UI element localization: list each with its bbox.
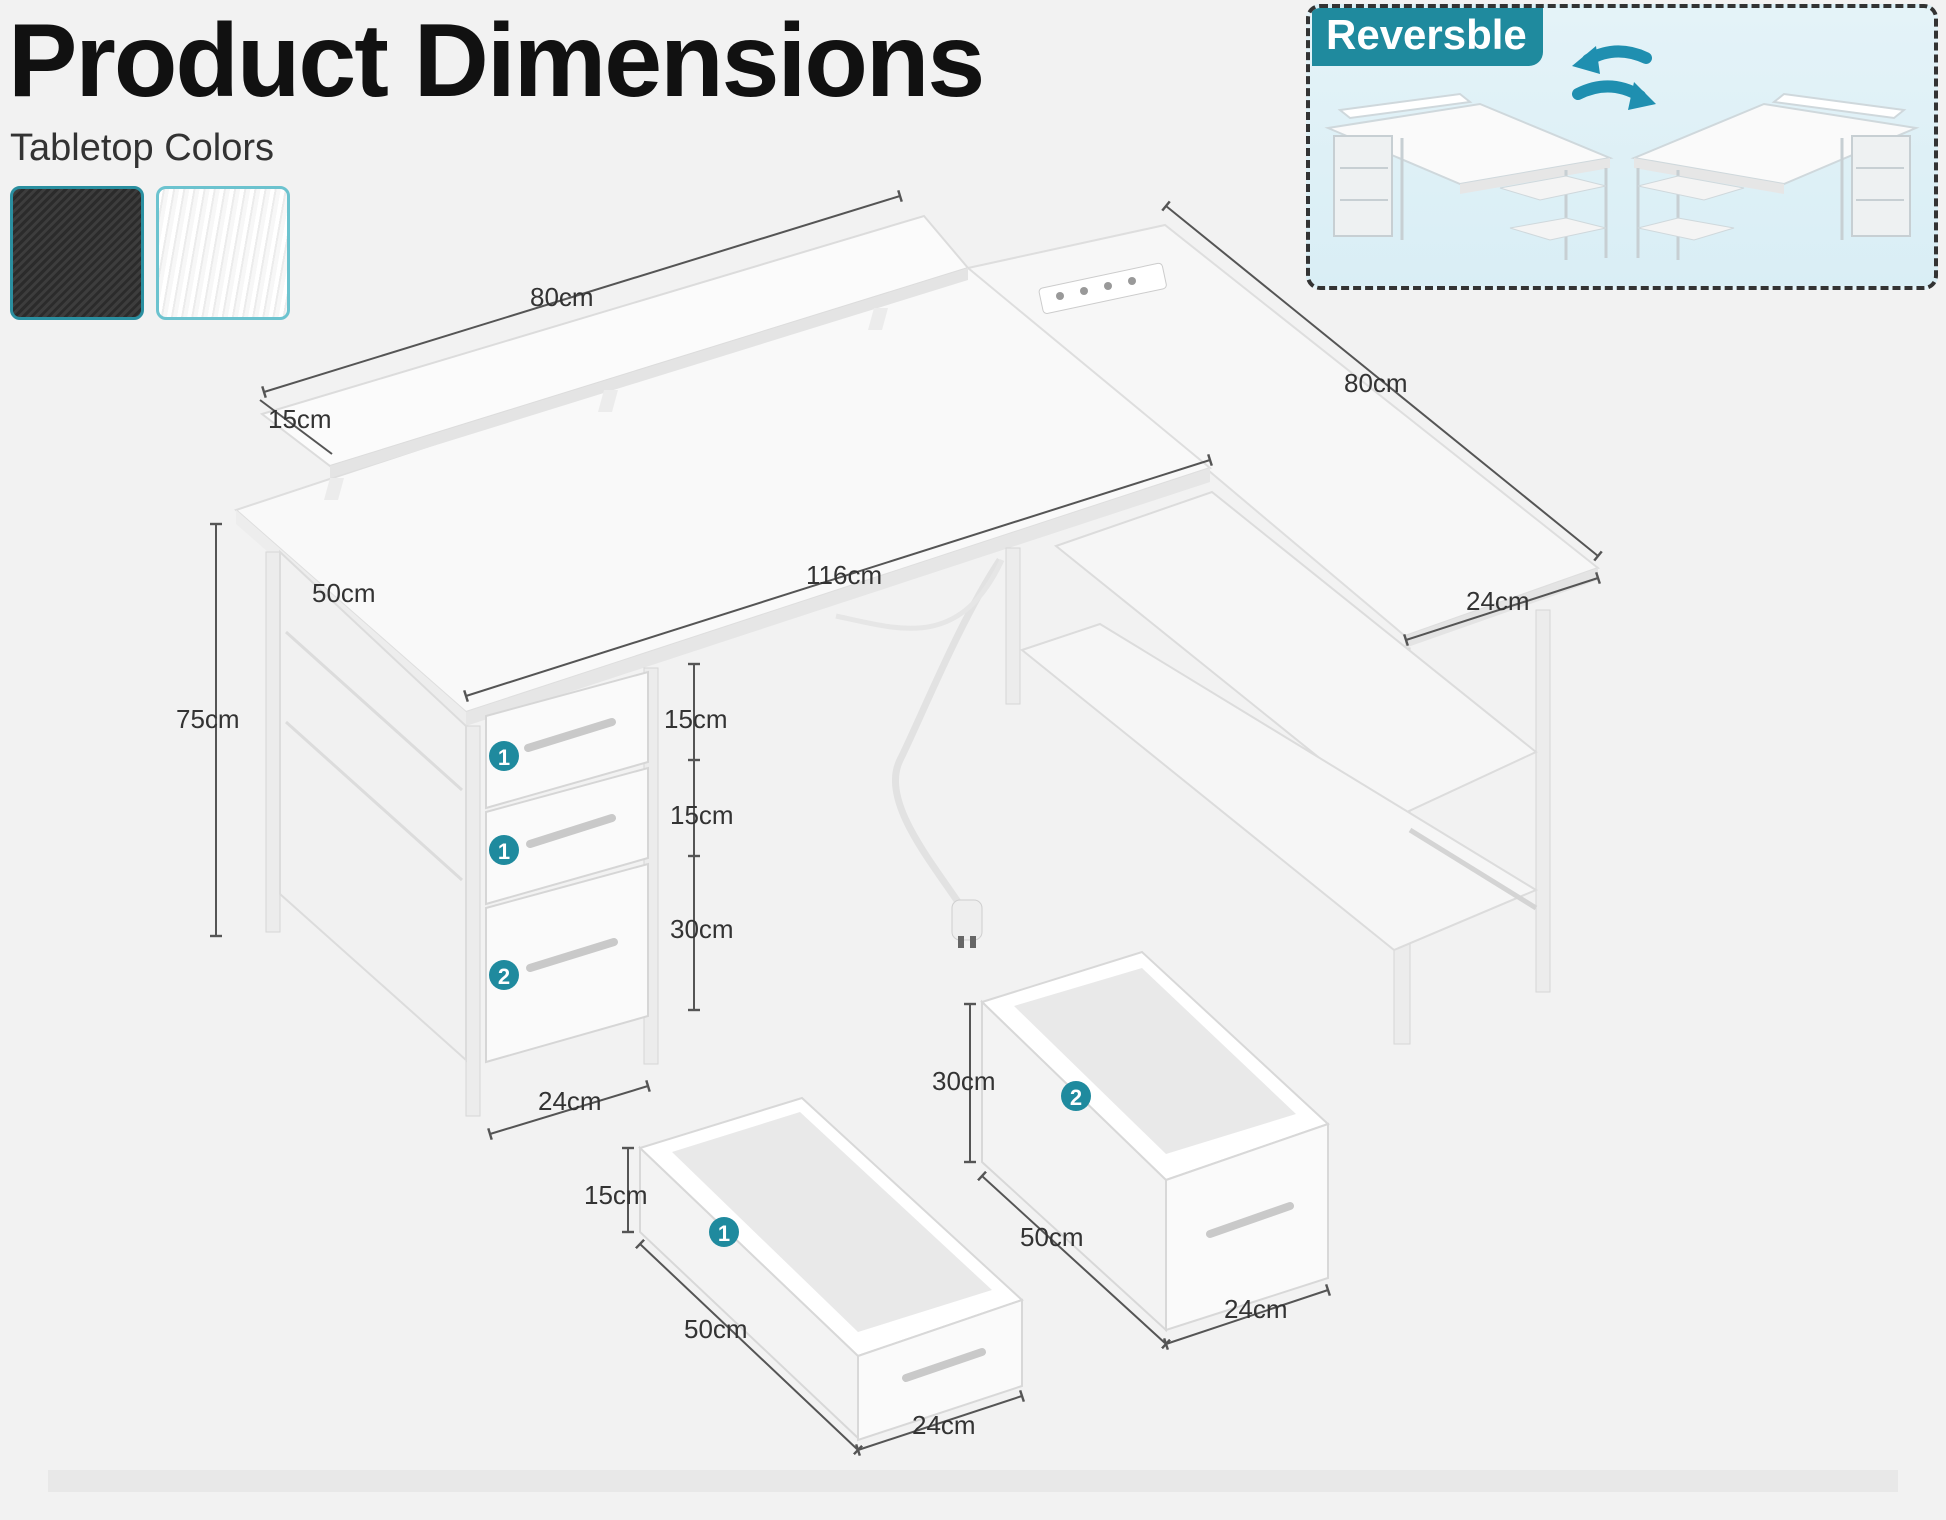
swap-arrows-icon (1572, 45, 1656, 110)
dim-line-large-drawer-width (1162, 1283, 1332, 1351)
dim-line-desk-length (463, 453, 1213, 703)
page-title: Product Dimensions (8, 3, 985, 119)
reversible-illustration (1324, 45, 1920, 260)
label-stand-depth: 15cm (268, 404, 332, 434)
badge-drawer-2-text: 1 (498, 839, 510, 864)
label-stand-length: 80cm (530, 282, 594, 312)
floor-shadow (48, 1470, 1898, 1492)
reversible-badge: Reversble (1312, 8, 1543, 67)
dim-line-small-drawer-width (854, 1389, 1026, 1457)
dim-line-small-drawer-length (635, 1238, 863, 1456)
badge-large-drawer: 2 (1061, 1081, 1091, 1111)
label-cabinet-width: 24cm (538, 1086, 602, 1116)
dim-line-side-depth (1403, 571, 1601, 647)
label-drawer-3-height: 30cm (670, 914, 734, 944)
label-large-drawer-width: 24cm (1224, 1294, 1288, 1324)
power-cable (891, 558, 1003, 904)
right-desk-illustration (1630, 92, 1920, 260)
label-large-drawer-length: 50cm (1020, 1222, 1084, 1252)
cabinet-side (279, 549, 467, 1063)
dim-line-side-length (1161, 200, 1603, 562)
badge-drawer-1: 1 (489, 741, 519, 771)
dim-line-large-drawer-length (977, 1170, 1171, 1350)
label-desk-depth: 50cm (312, 578, 376, 608)
small-drawer-illustration (638, 1096, 1024, 1442)
label-side-depth: 24cm (1466, 586, 1530, 616)
label-small-drawer-height: 15cm (584, 1180, 648, 1210)
dim-line-stand-depth (259, 399, 333, 455)
badge-drawer-3: 2 (489, 960, 519, 990)
large-drawer-illustration (980, 950, 1330, 1333)
label-desk-length: 116cm (806, 560, 882, 590)
badge-drawer-2: 1 (489, 835, 519, 865)
label-large-drawer-height: 30cm (932, 1066, 996, 1096)
dim-line-cabinet-width (487, 1079, 651, 1141)
badge-drawer-1-text: 1 (498, 745, 510, 770)
badge-small-drawer: 1 (709, 1217, 739, 1247)
plug-icon (951, 899, 983, 941)
left-desk-illustration (1324, 92, 1614, 260)
badge-large-drawer-text: 2 (1070, 1085, 1082, 1110)
badge-small-drawer-text: 1 (718, 1221, 730, 1246)
badge-drawer-3-text: 2 (498, 964, 510, 989)
label-side-length: 80cm (1344, 368, 1408, 398)
dimension-lines (210, 189, 1603, 1457)
label-drawer-1-height: 15cm (664, 704, 728, 734)
tabletop-colors-label: Tabletop Colors (10, 127, 275, 169)
black-color-swatch[interactable] (10, 186, 144, 320)
label-desk-height: 75cm (176, 704, 240, 734)
dim-line-stand-length (261, 189, 903, 399)
desk-illustration (234, 214, 1601, 1117)
label-drawer-2-height: 15cm (670, 800, 734, 830)
label-small-drawer-length: 50cm (684, 1314, 748, 1344)
label-small-drawer-width: 24cm (912, 1410, 976, 1440)
drawer-front-3[interactable] (485, 862, 649, 1064)
